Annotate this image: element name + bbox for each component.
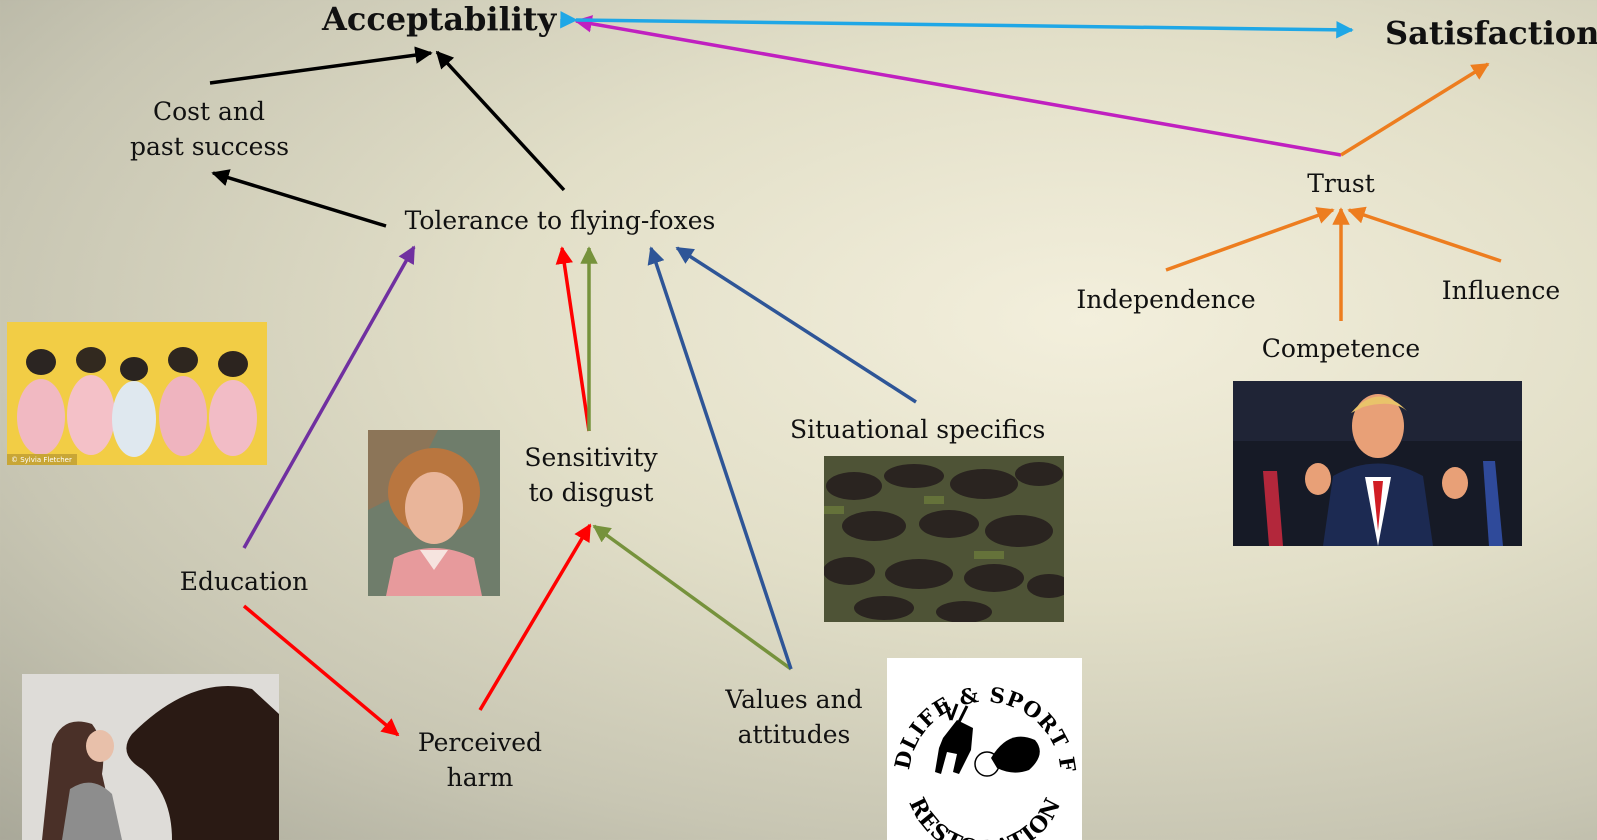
node-education: Education xyxy=(179,567,309,596)
photo-dead-bats xyxy=(824,456,1064,622)
photo-woman-horse xyxy=(22,674,279,840)
node-perceived-line1: Perceived xyxy=(417,728,543,757)
node-tolerance: Tolerance to flying-foxes xyxy=(404,206,716,235)
arrow-education-to-perceived-harm xyxy=(242,604,400,737)
wildlife-logo-illustration: WILDLIFE & SPORT FISH RESTORATION xyxy=(887,658,1082,840)
node-values-attitudes: Values and attitudes xyxy=(720,682,868,752)
node-perceived-line2: harm xyxy=(446,763,514,792)
arrow-cost-to-acceptability xyxy=(209,46,433,85)
arrow-values-to-tolerance xyxy=(647,246,793,670)
node-cost-line2: past success xyxy=(130,132,290,161)
arrow-trust-to-satisfaction xyxy=(1340,62,1490,157)
photo-politician-thumbs-up xyxy=(1233,381,1522,546)
arrow-influence-to-trust xyxy=(1347,206,1502,263)
arrow-values-to-sensitivity xyxy=(592,524,793,671)
arrow-trust-to-acceptability xyxy=(574,15,1342,157)
woman-disgust-illustration xyxy=(368,430,500,596)
node-sensitivity-line2: to disgust xyxy=(528,478,654,507)
logo-wildlife-sport-fish: WILDLIFE & SPORT FISH RESTORATION xyxy=(887,658,1082,840)
node-independence: Independence xyxy=(1076,285,1256,314)
arrow-perceived-harm-to-sensitivity xyxy=(478,523,592,711)
node-sensitivity-line1: Sensitivity xyxy=(524,443,658,472)
node-cost-line1: Cost and xyxy=(152,97,265,126)
node-perceived-harm: Perceived harm xyxy=(410,725,550,795)
arrow-situational-to-tolerance xyxy=(675,246,917,404)
photo-caption: © Sylvia Fletcher xyxy=(11,456,72,464)
politician-illustration xyxy=(1233,381,1522,546)
node-acceptability: Acceptability xyxy=(322,0,557,38)
wrapped-bats-illustration: © Sylvia Fletcher xyxy=(7,322,267,465)
dead-bats-illustration xyxy=(824,456,1064,622)
node-values-line2: attitudes xyxy=(737,720,851,749)
node-competence: Competence xyxy=(1261,334,1421,363)
node-trust: Trust xyxy=(1307,169,1375,198)
arrow-tolerance-to-acceptability xyxy=(435,50,566,192)
arrow-acceptability-satisfaction xyxy=(560,11,1354,39)
node-influence: Influence xyxy=(1441,276,1561,305)
node-values-line1: Values and xyxy=(725,685,863,714)
arrow-tolerance-to-cost xyxy=(211,169,387,228)
node-sensitivity-to-disgust: Sensitivity to disgust xyxy=(518,440,664,510)
arrow-independence-to-trust xyxy=(1165,207,1335,272)
woman-horse-illustration xyxy=(22,674,279,840)
arrow-sensitivity-to-tolerance-red xyxy=(555,246,591,432)
node-situational-specifics: Situational specifics xyxy=(790,415,1046,444)
node-satisfaction: Satisfaction xyxy=(1385,14,1597,52)
photo-wrapped-bats: © Sylvia Fletcher xyxy=(7,322,267,465)
photo-woman-disgust xyxy=(368,430,500,596)
arrow-education-to-tolerance xyxy=(242,245,416,549)
node-cost-past-success: Cost and past success xyxy=(130,94,290,164)
